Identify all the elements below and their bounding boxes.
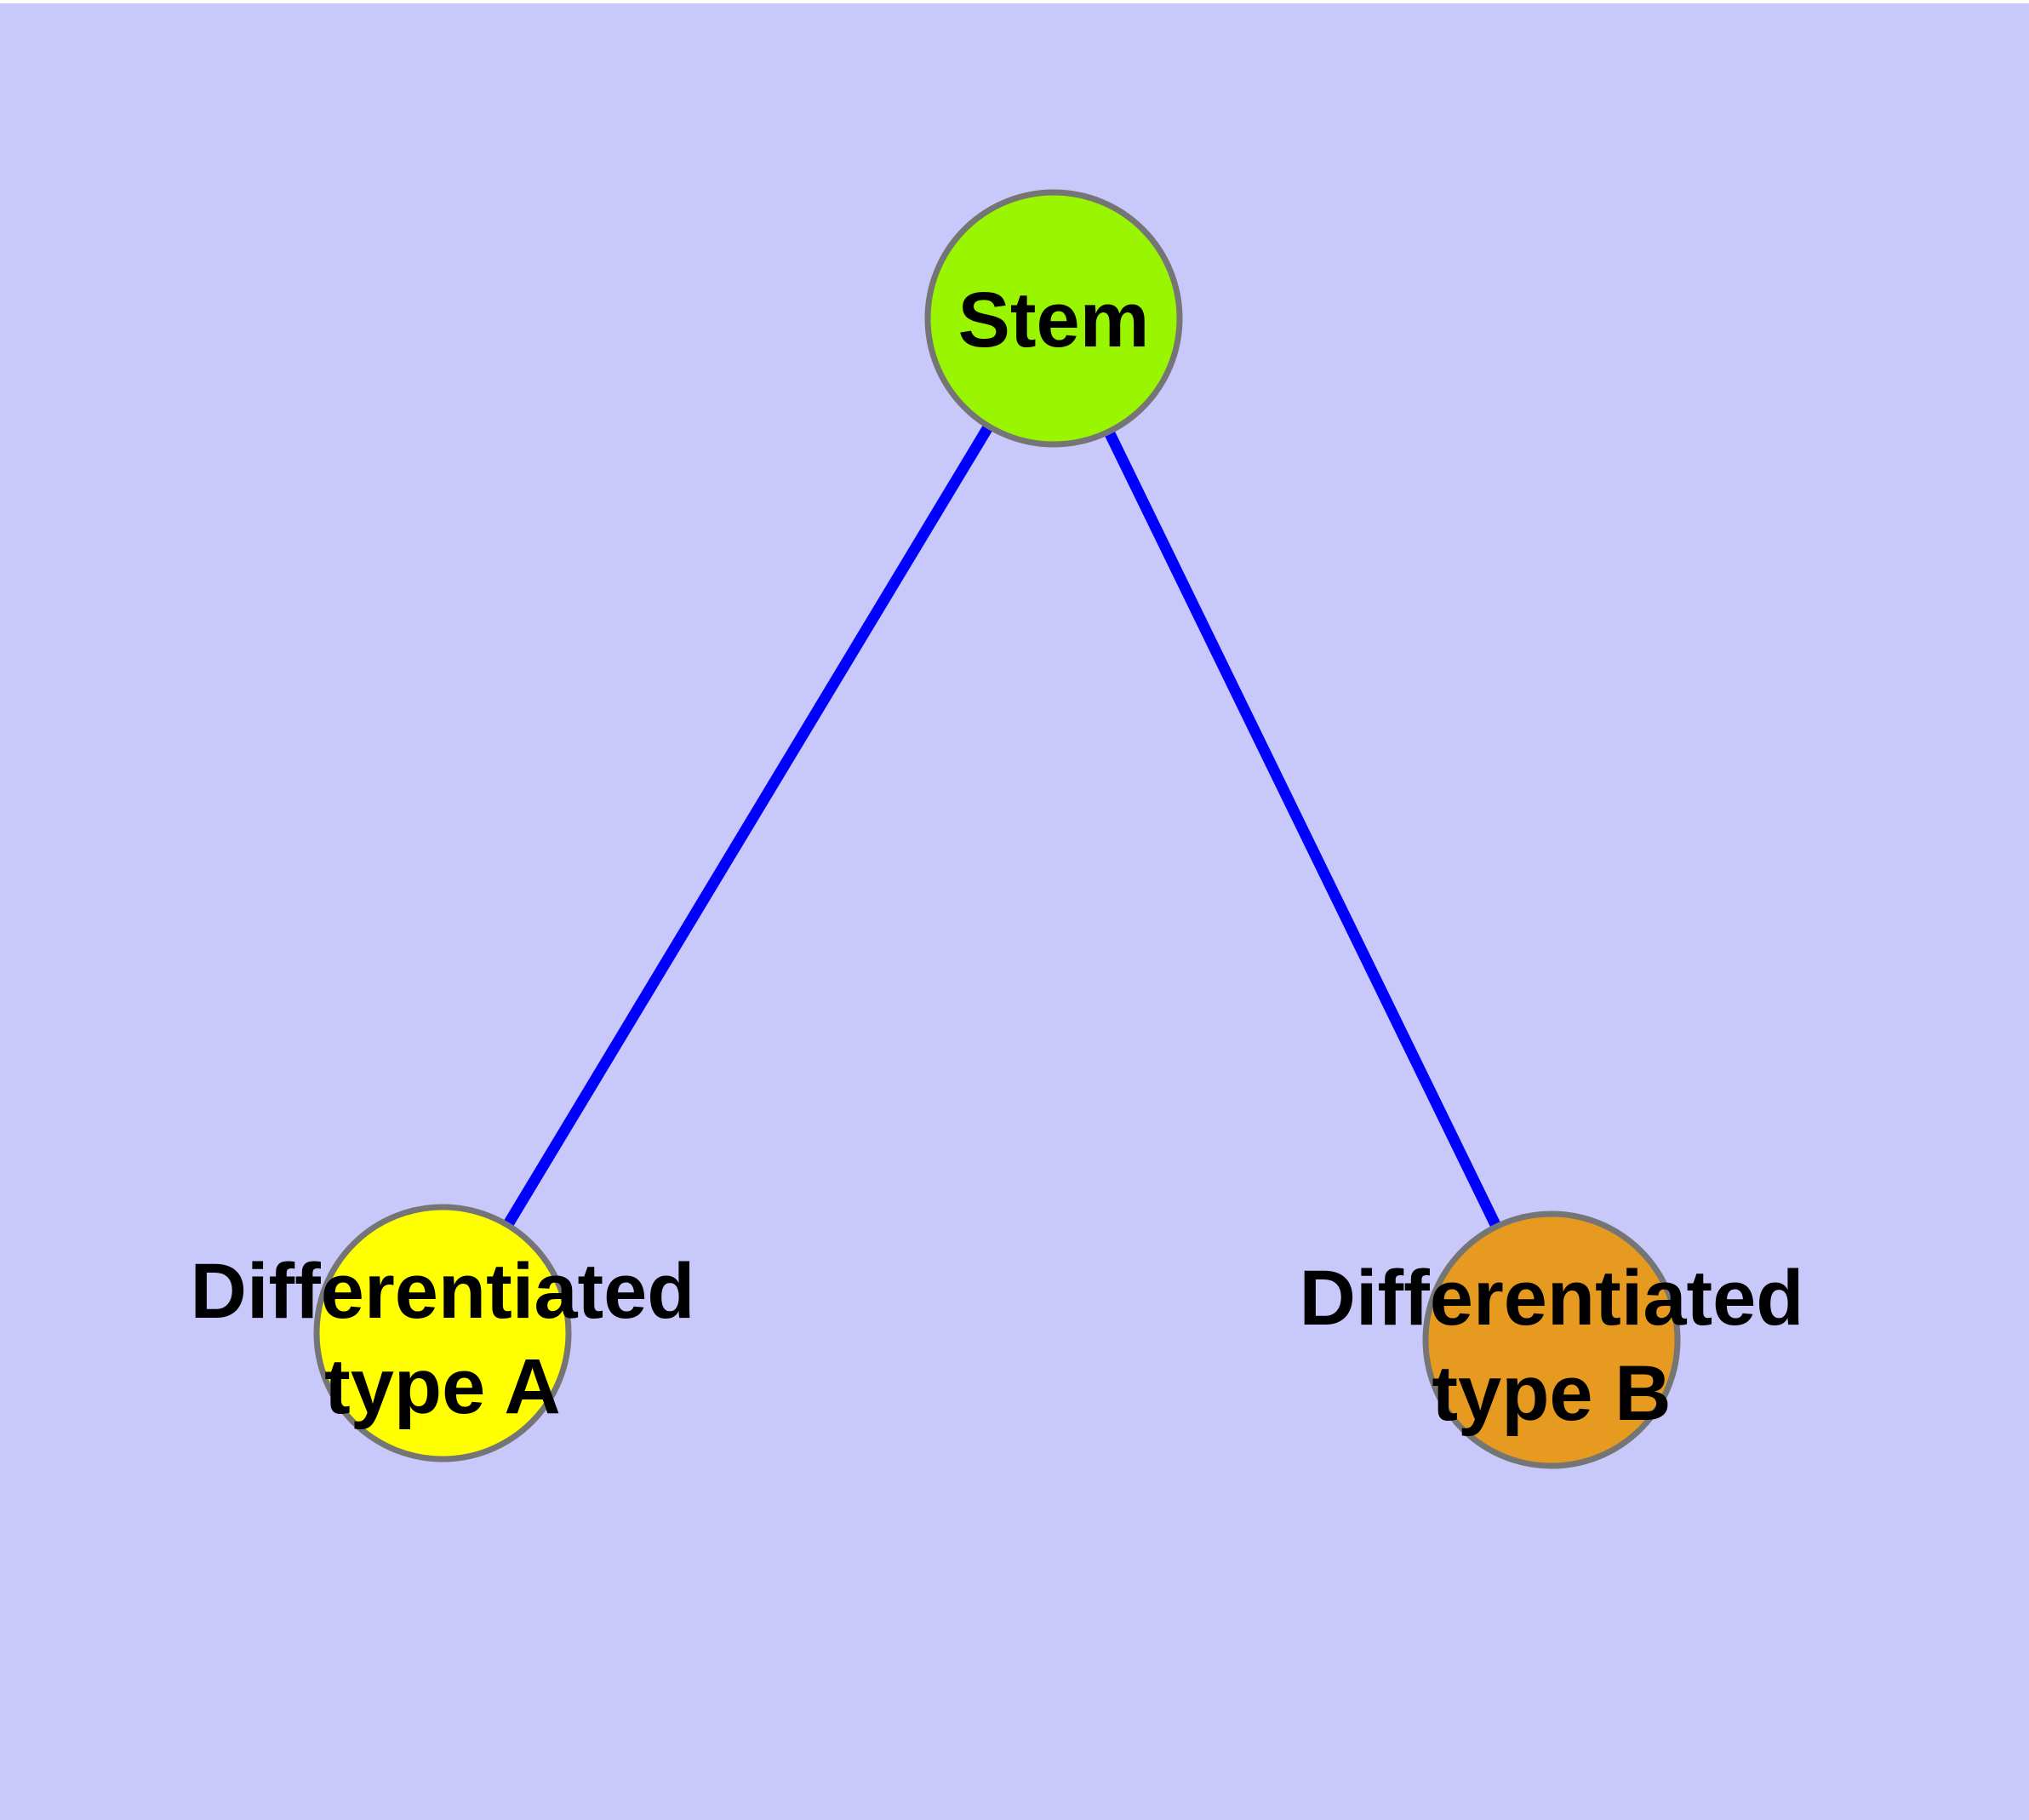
node-differentiated-type-b [1422, 1210, 1681, 1469]
node-differentiated-type-a [313, 1204, 572, 1462]
node-type-a-label-line2: type A [324, 1343, 561, 1430]
node-type-a-label-line1: Differentiated [191, 1248, 695, 1335]
node-type-b-label-line1: Differentiated [1300, 1255, 1804, 1342]
edge-stem-to-type-b [1049, 316, 1557, 1342]
top-border-strip [0, 0, 2029, 3]
node-stem-label: Stem [958, 277, 1150, 363]
node-type-b-label-line2: type B [1432, 1350, 1671, 1437]
node-stem [924, 189, 1183, 448]
edge-stem-to-type-a [437, 315, 1059, 1336]
